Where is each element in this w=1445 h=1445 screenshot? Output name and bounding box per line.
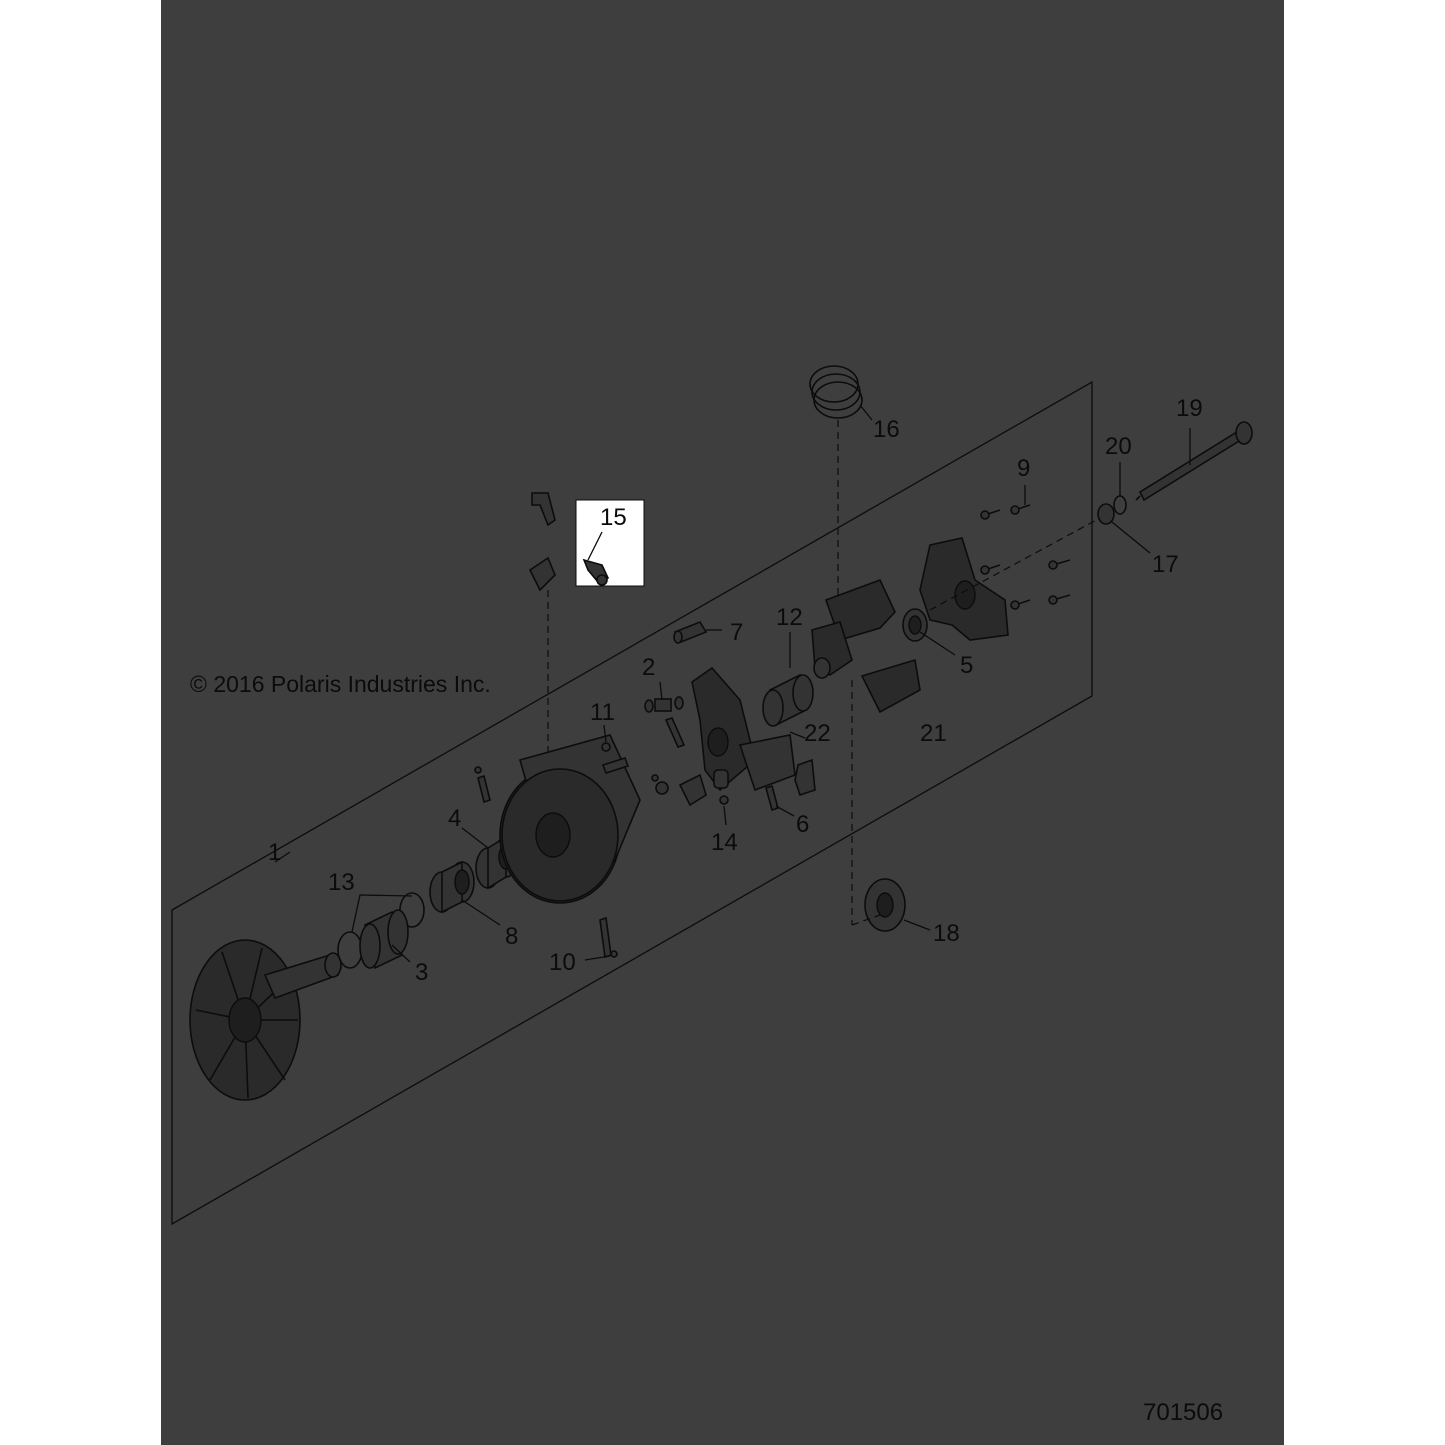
assembly-line-17: [929, 517, 1101, 611]
leader-4: [461, 827, 489, 849]
bolt-19-part: [1135, 421, 1253, 502]
leader-13: [351, 894, 413, 933]
bearing-5-part: [902, 608, 928, 642]
callout-11[interactable]: 11: [590, 699, 615, 726]
screw-11-part: [601, 742, 630, 774]
washer-20-part: [1113, 495, 1127, 515]
leader-2: [659, 681, 663, 701]
spider-plate-part: [919, 504, 1071, 641]
leader-6: [775, 805, 795, 817]
callout-7[interactable]: 7: [730, 619, 743, 646]
o-ring-13a: [337, 931, 363, 969]
sleeve-12-part: [762, 673, 814, 727]
washer-18-part: [864, 878, 906, 932]
leader-11: [603, 724, 607, 743]
callout-19[interactable]: 19: [1176, 395, 1203, 422]
leader-17: [1111, 521, 1151, 554]
callout-17[interactable]: 17: [1152, 551, 1179, 578]
leader-18: [903, 919, 931, 931]
callout-4[interactable]: 4: [448, 805, 461, 832]
nut-17-part: [1097, 503, 1115, 525]
leader-22: [789, 731, 806, 739]
callout-5[interactable]: 5: [960, 652, 973, 679]
roller-2-part: [644, 696, 686, 748]
callout-3[interactable]: 3: [415, 959, 428, 986]
callout-21[interactable]: 21: [920, 720, 947, 747]
pin-7-part: [673, 621, 708, 644]
callout-16[interactable]: 16: [873, 416, 900, 443]
fixed-sheave-part: [189, 939, 342, 1101]
callout-2[interactable]: 2: [642, 654, 655, 681]
leader-5: [919, 631, 956, 656]
copyright-text: © 2016 Polaris Industries Inc.: [190, 671, 491, 697]
button-14-part: [651, 769, 729, 807]
callout-8[interactable]: 8: [505, 923, 518, 950]
assembly-boundary: [171, 380, 1093, 1226]
diagram-part-number: 701506: [1143, 1399, 1223, 1426]
pin-6-part: [765, 784, 779, 812]
leader-16: [859, 404, 873, 421]
leader-10: [584, 955, 611, 961]
bushing-3-part: [359, 909, 409, 970]
clip-part: [794, 758, 816, 797]
callout-20[interactable]: 20: [1105, 433, 1132, 460]
callout-13[interactable]: 13: [328, 869, 355, 896]
assembly-line-18b: [851, 914, 881, 926]
leader-14: [723, 805, 727, 826]
leader-3: [391, 944, 411, 963]
bearing-8-part: [429, 860, 475, 914]
leader-15: [587, 531, 603, 561]
pin-10-part: [474, 766, 618, 959]
spring-16-part: [809, 365, 863, 419]
cover-part: [811, 578, 921, 714]
leader-1: [274, 851, 291, 863]
callout-14[interactable]: 14: [711, 829, 738, 856]
callout-18[interactable]: 18: [933, 920, 960, 947]
highlight-box-15[interactable]: [575, 499, 645, 587]
cam-arm-15-part: [528, 492, 610, 592]
leader-8: [461, 899, 501, 926]
spider-22-part: [691, 666, 796, 792]
callout-6[interactable]: 6: [796, 811, 809, 838]
callout-12[interactable]: 12: [776, 604, 803, 631]
callout-9[interactable]: 9: [1017, 455, 1030, 482]
callout-1[interactable]: 1: [268, 839, 281, 866]
moveable-sheave-part: [499, 734, 641, 904]
callout-15[interactable]: 15: [600, 504, 627, 531]
callout-10[interactable]: 10: [549, 949, 576, 976]
bolt-9-part: [980, 504, 1071, 610]
callout-22[interactable]: 22: [804, 720, 831, 747]
